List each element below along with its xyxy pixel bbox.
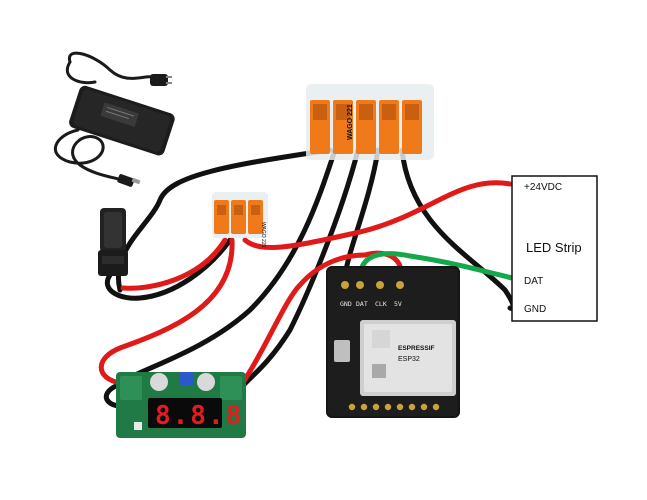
black-wire-wago-to-buck-out bbox=[237, 147, 361, 393]
dc-plug bbox=[117, 174, 141, 187]
pin-label-dat: DAT bbox=[356, 300, 368, 308]
led-strip-box bbox=[511, 175, 598, 322]
power-brick bbox=[69, 85, 175, 156]
module-pads bbox=[348, 403, 440, 411]
buck-input-terminal bbox=[120, 376, 142, 400]
led-strip-pin-gnd: GND bbox=[524, 304, 546, 315]
green-wire-esp-dat-to-strip-dat bbox=[357, 251, 515, 281]
dc-cord bbox=[53, 128, 130, 184]
ac-cord bbox=[68, 51, 160, 82]
buck-converter: 8.8.8 bbox=[116, 372, 246, 438]
wago-large: WAGO 221 bbox=[306, 84, 434, 160]
power-adapter bbox=[53, 51, 175, 187]
black-wire-wago-to-buck-in bbox=[115, 147, 338, 388]
capacitor-2 bbox=[197, 373, 215, 391]
capacitor-1 bbox=[150, 373, 168, 391]
usb-port bbox=[334, 340, 350, 362]
header-pin-dat bbox=[356, 281, 364, 289]
led-strip: +24VDC LED Strip DAT GND bbox=[511, 175, 598, 322]
dc-barrel-jack bbox=[98, 208, 128, 276]
header-pin-gnd bbox=[341, 281, 349, 289]
module-brand: ESPRESSIF bbox=[398, 345, 435, 352]
red-wire-wago-to-strip-24v bbox=[242, 180, 513, 250]
black-wire-wago-to-esp-gnd bbox=[342, 147, 381, 278]
wago-large-label: WAGO 221 bbox=[347, 104, 354, 140]
header-pin-clk bbox=[376, 281, 384, 289]
led-strip-pin-24v: +24VDC bbox=[524, 182, 562, 193]
buck-output-terminal bbox=[220, 376, 242, 400]
display-readout: 8.8.8 bbox=[155, 401, 243, 431]
header-pin-5v bbox=[396, 281, 404, 289]
ac-plug bbox=[150, 74, 172, 86]
black-wire-jack-loop bbox=[105, 237, 233, 301]
trim-pot bbox=[180, 372, 194, 386]
red-wire-dc-jack-to-wago bbox=[120, 237, 228, 291]
led-strip-pin-dat: DAT bbox=[524, 276, 543, 287]
wago-small-label: WAGO 221 bbox=[260, 222, 266, 248]
red-wire-buck-out-to-esp-5v bbox=[239, 252, 368, 387]
display-button bbox=[134, 422, 142, 430]
module-model: ESP32 bbox=[398, 356, 420, 363]
esp32-board: GND DAT CLK 5V ESPRESSIF ESP32 bbox=[326, 266, 460, 418]
ac-cord-loop bbox=[66, 60, 97, 85]
pin-label-clk: CLK bbox=[375, 300, 387, 308]
pin-label-5v: 5V bbox=[394, 300, 402, 308]
red-wire-wago-to-buck-in bbox=[98, 237, 235, 386]
pin-label-gnd: GND bbox=[340, 300, 352, 308]
led-strip-title: LED Strip bbox=[526, 240, 582, 255]
seven-segment-display bbox=[148, 398, 222, 428]
wago-small: WAGO 221 bbox=[212, 192, 268, 248]
